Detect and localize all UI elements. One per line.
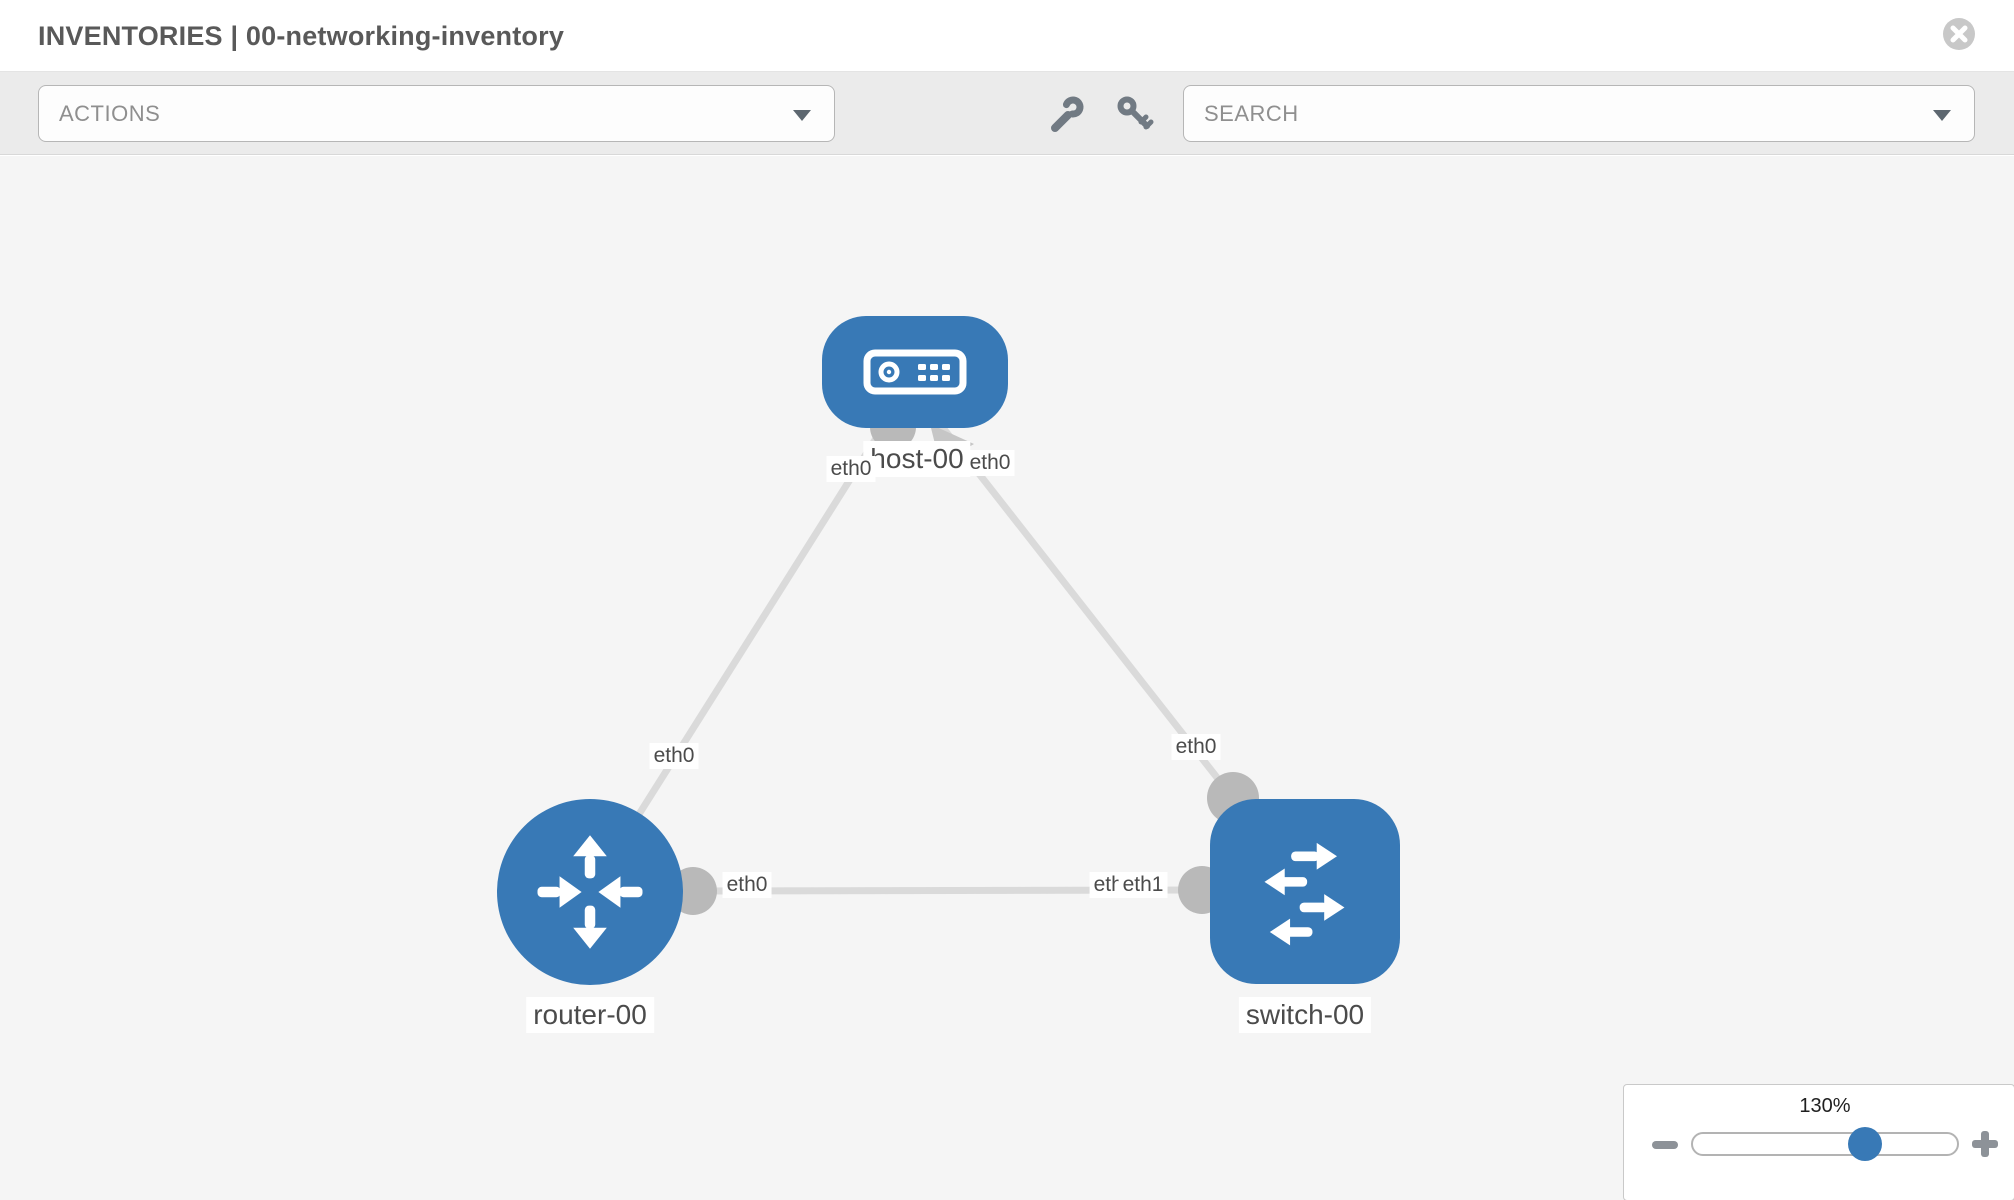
- search-dropdown-value: SEARCH: [1204, 100, 1299, 126]
- node-switch-00[interactable]: [1210, 799, 1400, 984]
- interface-label-router-eth0-top: eth0: [649, 743, 699, 769]
- switch-icon: [1264, 842, 1345, 945]
- search-dropdown[interactable]: SEARCH: [1183, 85, 1975, 142]
- interface-label-host-eth0-right: eth0: [965, 450, 1015, 476]
- topology-links-layer: [587, 404, 1259, 915]
- node-router-00[interactable]: [497, 799, 683, 985]
- interface-label-host-eth0-left: eth0: [826, 456, 876, 482]
- interface-label-router-eth0: eth0: [722, 872, 772, 898]
- zoom-slider-track[interactable]: [1691, 1127, 1959, 1161]
- interface-label-switch-eth1: eth1: [1118, 872, 1168, 898]
- credentials-button[interactable]: [1114, 94, 1154, 134]
- page-title: INVENTORIES | 00-networking-inventory: [38, 21, 565, 51]
- actions-dropdown-value: ACTIONS: [59, 100, 161, 126]
- router-icon: [537, 835, 643, 949]
- header: INVENTORIES | 00-networking-inventory: [0, 0, 2014, 72]
- zoom-in-button[interactable]: [1970, 1129, 2000, 1159]
- configure-button[interactable]: [1046, 94, 1086, 134]
- zoom-out-button[interactable]: [1648, 1127, 1682, 1161]
- zoom-level-label: 130%: [1799, 1095, 1851, 1117]
- chevron-down-icon: [793, 110, 811, 121]
- host-icon: [863, 349, 967, 395]
- close-icon: [1943, 18, 1975, 50]
- chevron-down-icon: [1933, 110, 1951, 121]
- toolbar: ACTIONS: [0, 72, 2014, 155]
- actions-dropdown[interactable]: ACTIONS: [38, 85, 835, 142]
- interface-label-switch-eth0-top: eth0: [1171, 734, 1221, 760]
- node-label-host: host-00: [863, 441, 971, 477]
- zoom-control-panel: 130%: [1623, 1084, 2014, 1200]
- minus-icon: [1652, 1141, 1678, 1149]
- wrench-icon: [1051, 96, 1084, 132]
- plus-icon: [1972, 1131, 1998, 1157]
- key-icon: [1117, 96, 1154, 130]
- node-label-switch: switch-00: [1238, 997, 1372, 1033]
- zoom-slider-handle[interactable]: [1848, 1127, 1882, 1161]
- topology-canvas[interactable]: host-00 router-00 switch-00 eth0 eth0 et…: [0, 156, 2014, 1200]
- close-button[interactable]: [1942, 17, 1976, 51]
- node-host-00[interactable]: [822, 316, 1008, 428]
- node-label-router: router-00: [526, 997, 654, 1033]
